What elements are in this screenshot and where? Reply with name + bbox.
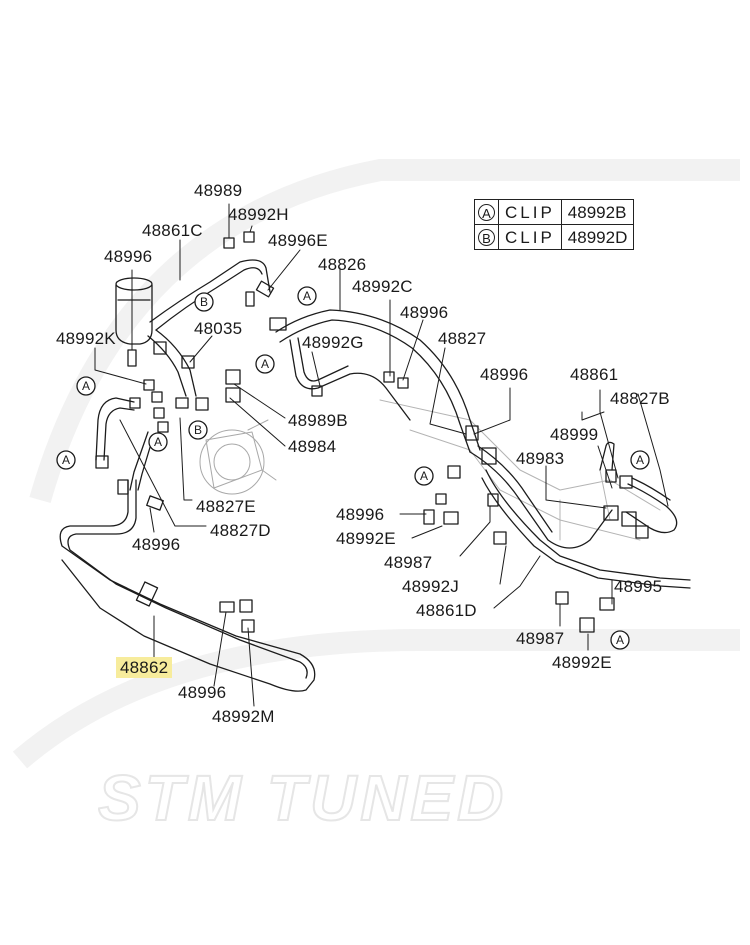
- clip-a-icon: A: [148, 432, 168, 452]
- callout-48989b: 48989B: [288, 411, 348, 430]
- clip-a-icon: A: [414, 466, 434, 486]
- clip-a-icon: A: [76, 376, 96, 396]
- callout-48996: 48996: [480, 365, 529, 384]
- callout-48984: 48984: [288, 437, 337, 456]
- clip-a-icon: A: [630, 450, 650, 470]
- callout-48992e: 48992E: [336, 529, 396, 548]
- callout-48861c: 48861C: [142, 221, 203, 240]
- return-hose-48861c: [149, 259, 271, 323]
- callout-48862-highlighted: 48862: [116, 657, 173, 678]
- svg-text:B: B: [200, 295, 208, 309]
- callout-48996: 48996: [336, 505, 385, 524]
- suction-hose: [147, 335, 187, 397]
- leader-lines: [94, 203, 669, 707]
- callout-48992h: 48992H: [228, 205, 289, 224]
- pressure-hose-48826: [275, 309, 481, 451]
- clip-a-icon: A: [255, 354, 275, 374]
- callout-48827d: 48827D: [210, 521, 271, 540]
- clip-legend: A CLIP 48992B B CLIP 48992D: [474, 199, 635, 250]
- clip-b-icon: B: [194, 292, 214, 312]
- callout-48035: 48035: [194, 319, 243, 338]
- callout-48999: 48999: [550, 425, 599, 444]
- pump-body: [199, 419, 277, 495]
- clip-markers: A A A A A A A A B B: [56, 286, 650, 650]
- callout-48996: 48996: [132, 535, 181, 554]
- svg-text:A: A: [616, 633, 624, 647]
- reservoir: [115, 277, 153, 345]
- hose-48827b: [625, 483, 678, 534]
- callout-48996e: 48996E: [268, 231, 328, 250]
- callout-48995: 48995: [614, 577, 663, 596]
- cooler-sleeve: [135, 581, 159, 607]
- callout-48992e: 48992E: [552, 653, 612, 672]
- callout-48987: 48987: [516, 629, 565, 648]
- callout-48987: 48987: [384, 553, 433, 572]
- legend-label: CLIP: [498, 199, 562, 225]
- clip-b-icon: B: [478, 228, 495, 246]
- svg-text:A: A: [636, 453, 644, 467]
- legend-row: A CLIP 48992B: [474, 199, 635, 225]
- background-swoosh: [12, 159, 740, 769]
- clip-a-icon: A: [478, 203, 495, 221]
- callout-48989: 48989: [194, 181, 243, 200]
- legend-label: CLIP: [498, 224, 562, 250]
- callout-48996: 48996: [178, 683, 227, 702]
- legend-part-number: 48992B: [560, 199, 635, 225]
- svg-text:A: A: [82, 379, 90, 393]
- callout-48992j: 48992J: [402, 577, 459, 596]
- callout-48992k: 48992K: [56, 329, 116, 348]
- engine-outline: [379, 399, 661, 541]
- callout-48992m: 48992M: [212, 707, 275, 726]
- callout-48861: 48861: [570, 365, 619, 384]
- svg-text:B: B: [194, 423, 202, 437]
- callout-48826: 48826: [318, 255, 367, 274]
- svg-text:A: A: [261, 357, 269, 371]
- svg-text:A: A: [62, 453, 70, 467]
- callout-48992g: 48992G: [302, 333, 364, 352]
- callout-48996: 48996: [400, 303, 449, 322]
- callout-48983: 48983: [516, 449, 565, 468]
- svg-text:STM TUNED: STM TUNED: [98, 762, 507, 832]
- cooler-loop-48862: [59, 479, 316, 692]
- clip-a-icon: A: [610, 630, 630, 650]
- callout-48992c: 48992C: [352, 277, 413, 296]
- clip-b-icon: B: [188, 420, 208, 440]
- callout-48996: 48996: [104, 247, 153, 266]
- legend-part-number: 48992D: [560, 224, 635, 250]
- clip-a-icon: A: [297, 286, 317, 306]
- callout-48827b: 48827B: [610, 389, 670, 408]
- fittings: [95, 231, 649, 633]
- clip-a-icon: A: [56, 450, 76, 470]
- watermark-logo: STM TUNED: [98, 762, 507, 832]
- return-hose-left: [95, 397, 135, 461]
- callout-48827: 48827: [438, 329, 487, 348]
- callout-48861d: 48861D: [416, 601, 477, 620]
- svg-text:A: A: [154, 435, 162, 449]
- svg-text:A: A: [420, 469, 428, 483]
- callout-48827e: 48827E: [196, 497, 256, 516]
- legend-row: B CLIP 48992D: [474, 224, 635, 250]
- tube-48861d: [485, 469, 691, 581]
- svg-text:A: A: [303, 289, 311, 303]
